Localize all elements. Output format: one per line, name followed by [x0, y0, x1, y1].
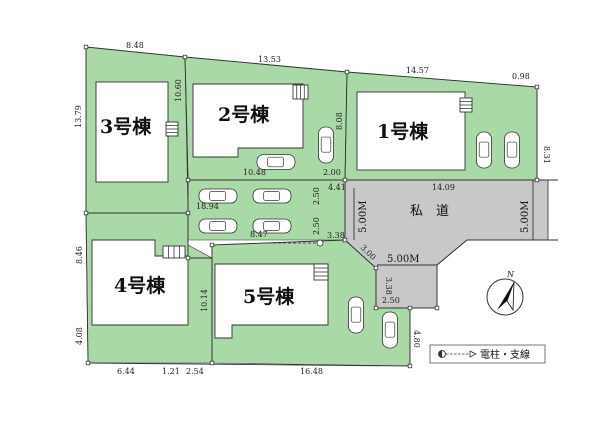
car-cabin — [478, 141, 490, 158]
car-cabin — [263, 221, 280, 231]
survey-marker — [185, 177, 191, 183]
dim-14-09: 14.09 — [432, 183, 455, 192]
survey-marker — [534, 84, 540, 90]
building-label-2: 2号棟 — [218, 103, 270, 126]
dim-10-48: 10.48 — [243, 168, 266, 177]
survey-marker — [185, 210, 191, 216]
car-cabin — [209, 191, 226, 201]
dim-2-54: 2.54 — [186, 367, 204, 376]
car-cabin — [263, 191, 280, 201]
dim-0-98: 0.98 — [512, 72, 530, 81]
dim-13-53: 13.53 — [258, 55, 281, 64]
dim-6-44: 6.44 — [117, 367, 135, 376]
building-label-3: 3号棟 — [100, 115, 152, 138]
car-icon — [504, 131, 520, 169]
car-cabin — [350, 306, 362, 323]
dim-10-14: 10.14 — [200, 289, 209, 312]
dim-2-00: 2.00 — [323, 168, 341, 177]
building-1 — [356, 91, 466, 171]
building-2 — [192, 83, 304, 158]
dim-8-31: 8.31 — [542, 146, 551, 164]
guy-wire-arrow-icon — [469, 350, 477, 358]
building-label-4: 4号棟 — [114, 274, 166, 297]
car-cabin — [384, 321, 396, 338]
dim-14-57: 14.57 — [406, 66, 429, 75]
survey-marker — [182, 54, 188, 60]
survey-marker — [209, 242, 215, 248]
car-icon — [198, 218, 238, 234]
survey-marker — [85, 360, 91, 366]
survey-marker — [434, 305, 440, 311]
car-icon — [198, 188, 238, 204]
survey-marker — [185, 255, 191, 261]
survey-marker — [344, 69, 350, 75]
compass-icon: N — [486, 270, 524, 316]
dim-4-08: 4.08 — [75, 327, 84, 345]
dim-2-50b: 2.50 — [312, 217, 321, 235]
dim-16-48: 16.48 — [300, 367, 323, 376]
compass-north-label: N — [506, 270, 515, 279]
dim-1-21: 1.21 — [162, 367, 180, 376]
survey-marker — [209, 360, 215, 366]
cars — [198, 126, 520, 349]
survey-marker — [407, 305, 413, 311]
dim-4-41: 4.41 — [328, 183, 346, 192]
dim-18-94: 18.94 — [196, 202, 219, 211]
car-icon — [252, 188, 292, 204]
survey-markers — [83, 44, 540, 369]
survey-marker — [342, 237, 348, 243]
buildings — [91, 81, 466, 339]
survey-marker — [83, 210, 89, 216]
car-cabin — [209, 221, 226, 231]
dim-8-08: 8.08 — [335, 112, 344, 130]
legend: 電柱・支線 — [429, 344, 546, 364]
dim-3-38b: 3.38 — [384, 277, 393, 295]
road-width-right: 5.00M — [520, 200, 531, 233]
survey-marker — [373, 265, 379, 271]
dim-3-38a: 3.38 — [327, 231, 345, 240]
survey-marker — [534, 177, 540, 183]
car-cabin — [506, 141, 518, 158]
road-width-left: 5.00M — [358, 200, 369, 233]
car-cabin — [320, 136, 332, 153]
dim-10-60: 10.60 — [174, 79, 183, 102]
car-cabin — [267, 156, 284, 168]
dim-2-50c: 2.50 — [382, 296, 400, 305]
survey-marker — [373, 305, 379, 311]
car-icon — [382, 311, 398, 349]
boundaries — [85, 46, 548, 367]
road-width-bottom: 5.00M — [387, 254, 420, 265]
dim-8-47: 8.47 — [250, 230, 268, 239]
dim-8-48: 8.48 — [126, 41, 144, 50]
car-icon — [318, 126, 334, 164]
pole-line — [268, 239, 324, 247]
survey-marker — [342, 177, 348, 183]
building-label-1: 1号棟 — [377, 120, 429, 143]
building-label-5: 5号棟 — [243, 285, 295, 308]
car-icon — [476, 131, 492, 169]
legend-label: 電柱・支線 — [480, 348, 530, 361]
survey-marker — [407, 363, 413, 369]
porches — [162, 84, 473, 281]
building-3 — [95, 81, 169, 183]
car-icon — [252, 218, 292, 234]
car-icon — [256, 154, 296, 170]
dim-13-79: 13.79 — [74, 105, 83, 128]
dim-4-80: 4.80 — [412, 330, 421, 348]
dim-2-50a: 2.50 — [312, 187, 321, 205]
survey-marker — [83, 44, 89, 50]
dim-8-46: 8.46 — [75, 246, 84, 264]
car-icon — [348, 296, 364, 334]
road-label: 私 道 — [410, 204, 449, 219]
